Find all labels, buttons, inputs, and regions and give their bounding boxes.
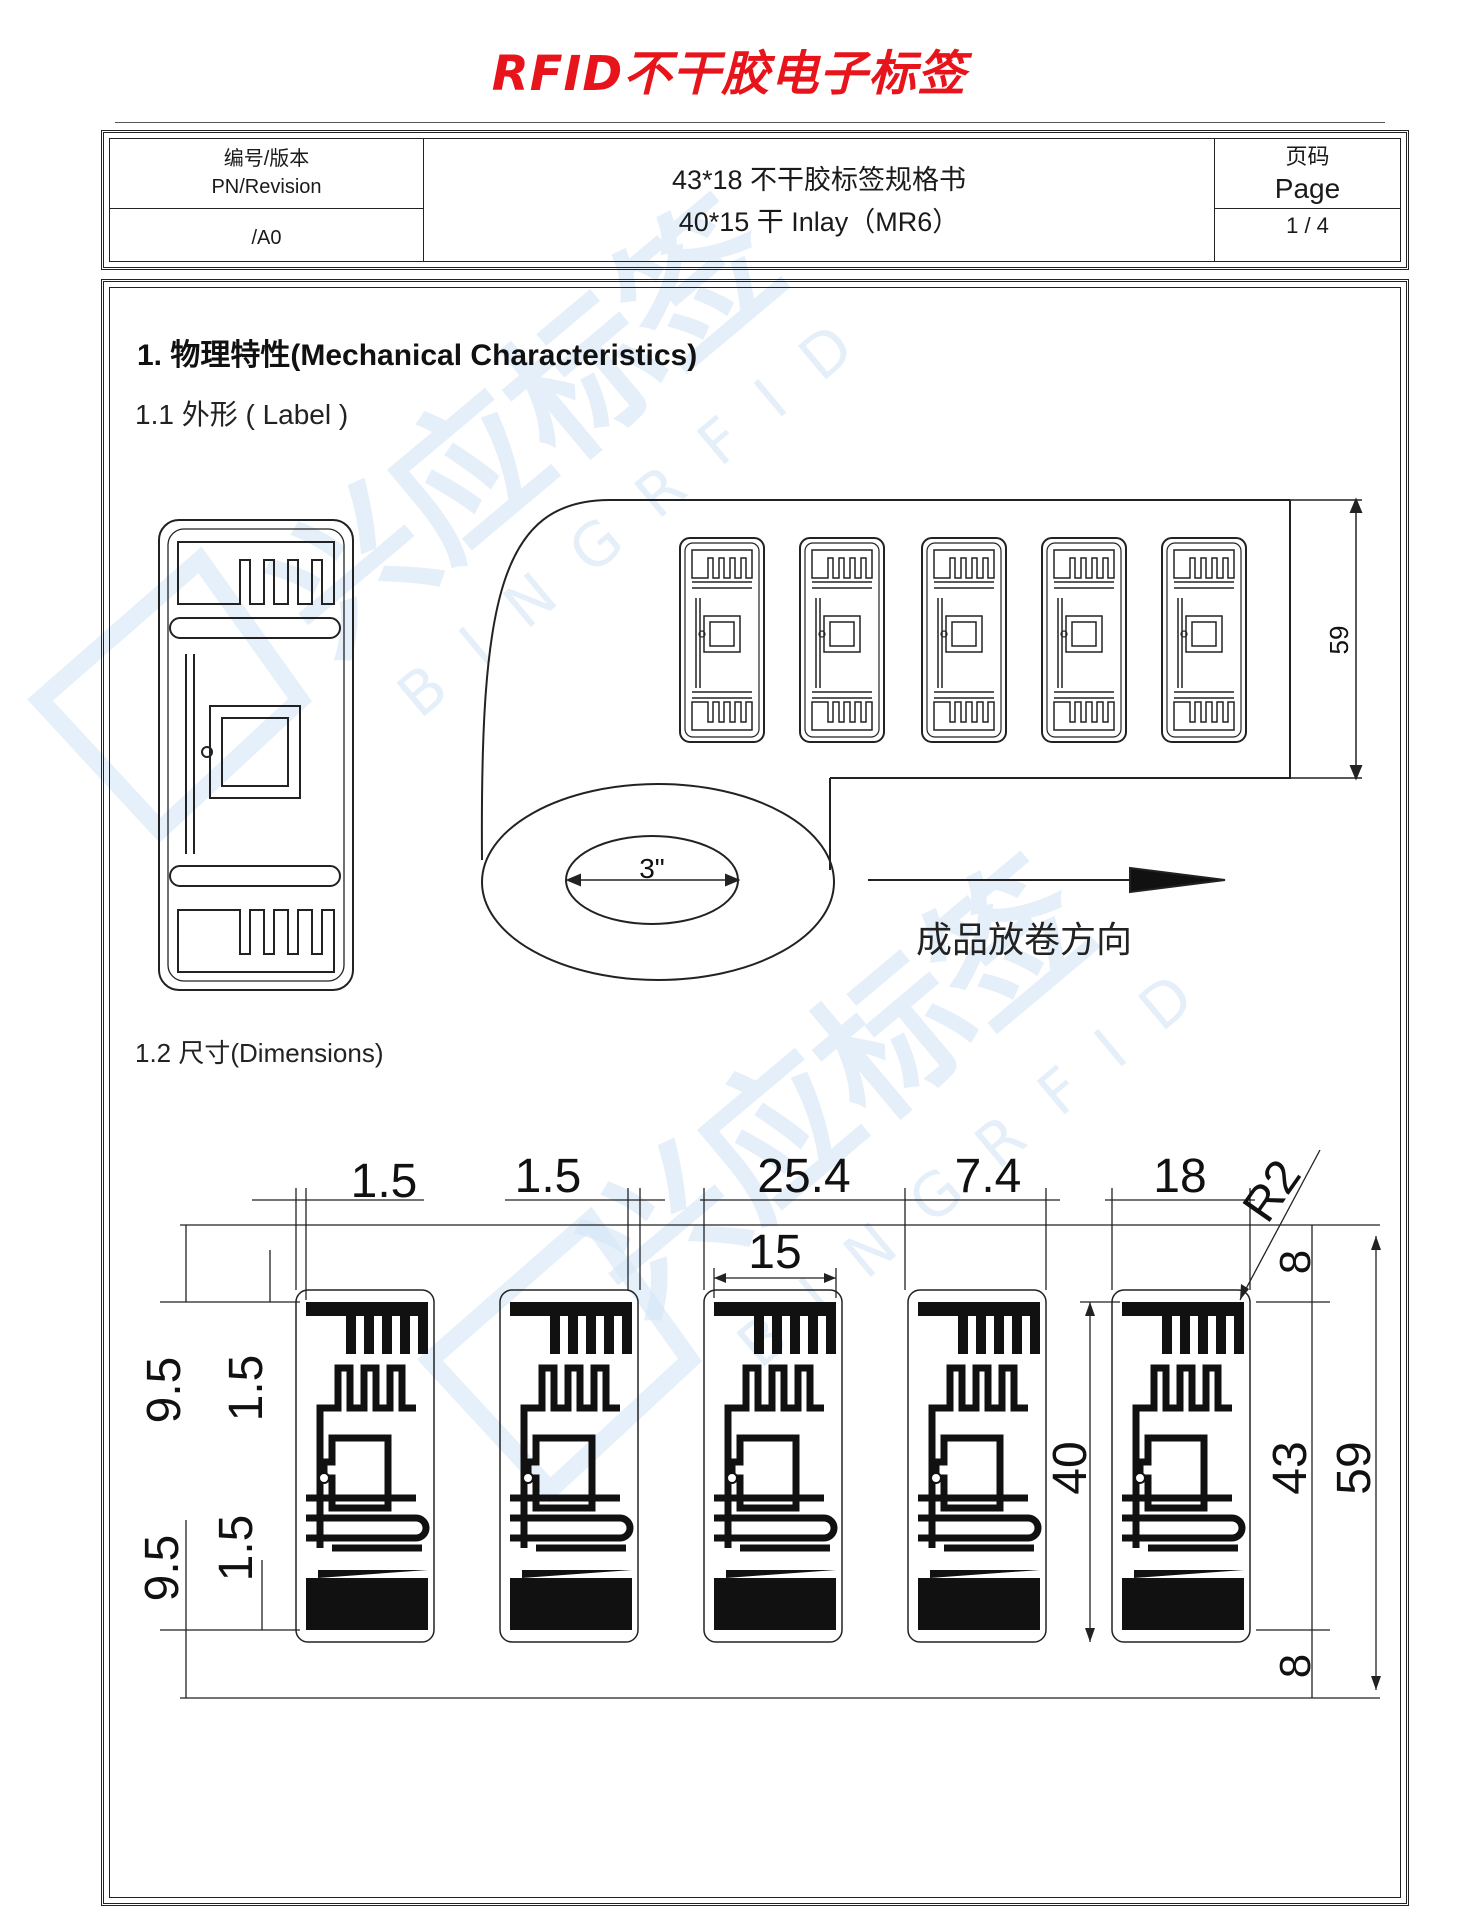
dimension-drawing: 1.5 1.5 25.4 7.4 18 R2 15 9.5 1.5 9.5 1.… — [136, 1149, 1381, 1699]
header-table: 编号/版本 PN/Revision /A0 43*18 不干胶标签规格书 40*… — [101, 130, 1409, 270]
roll-tag-4 — [1041, 537, 1127, 743]
dim-7-4: 7.4 — [955, 1150, 1022, 1203]
label-shape-drawing — [158, 519, 354, 991]
dim-9-5-b: 9.5 — [136, 1535, 189, 1602]
dim-18: 18 — [1153, 1150, 1206, 1203]
roll-tag-2 — [799, 537, 885, 743]
pn-label-cn: 编号/版本 — [223, 148, 310, 170]
dim-tag-1 — [296, 1290, 434, 1642]
dim-43: 43 — [1264, 1441, 1317, 1494]
spec-line-1: 43*18 不干胶标签规格书 — [671, 165, 967, 195]
dim-tag-3 — [704, 1290, 842, 1642]
core-size-label: 3" — [639, 853, 665, 884]
roll-tag-1 — [679, 537, 765, 743]
dim-tag-2 — [500, 1290, 638, 1642]
spec-title-cell: 43*18 不干胶标签规格书 40*15 干 Inlay（MR6） — [424, 139, 1214, 261]
dim-r2: R2 — [1233, 1151, 1312, 1232]
dim-59: 59 — [1328, 1441, 1381, 1494]
page-value: 1 / 4 — [1214, 209, 1400, 261]
dim-8-bottom: 8 — [1271, 1654, 1320, 1678]
title-rule — [115, 122, 1385, 123]
subsection-shape: 1.1 外形 ( Label ) — [135, 399, 349, 430]
dim-1-5-c: 1.5 — [220, 1355, 273, 1422]
dim-40: 40 — [1044, 1441, 1097, 1494]
page-label-cn: 页码 — [1285, 144, 1330, 169]
dim-8-top: 8 — [1271, 1250, 1320, 1274]
roll-drawing — [480, 497, 1363, 981]
document-title: RFID不干胶电子标签 — [491, 46, 967, 102]
dim-15: 15 — [748, 1226, 801, 1279]
subsection-dimensions: 1.2 尺寸(Dimensions) — [135, 1038, 384, 1068]
roll-tag-5 — [1161, 537, 1247, 743]
pn-label-en: PN/Revision — [211, 176, 322, 198]
dim-25-4: 25.4 — [757, 1150, 850, 1203]
pn-label-cell: 编号/版本 PN/Revision — [110, 139, 424, 209]
section-heading: 1. 物理特性(Mechanical Characteristics) — [137, 339, 698, 372]
dim-1-5-b: 1.5 — [515, 1150, 582, 1203]
page-label-cell: 页码 Page — [1214, 139, 1400, 209]
dim-1-5-d: 1.5 — [210, 1515, 263, 1582]
roll-tag-3 — [921, 537, 1007, 743]
dim-9-5-a: 9.5 — [138, 1357, 191, 1424]
pn-value: /A0 — [110, 209, 424, 261]
unwind-direction-label: 成品放卷方向 — [916, 920, 1132, 961]
dim-tag-5 — [1112, 1290, 1250, 1642]
content-frame — [101, 279, 1409, 1906]
dim-tag-4 — [908, 1290, 1046, 1642]
roll-width-label: 59 — [1324, 626, 1354, 655]
spec-line-2: 40*15 干 Inlay（MR6） — [678, 207, 960, 237]
dim-1-5-a: 1.5 — [351, 1155, 418, 1208]
page-label-en: Page — [1274, 173, 1341, 204]
